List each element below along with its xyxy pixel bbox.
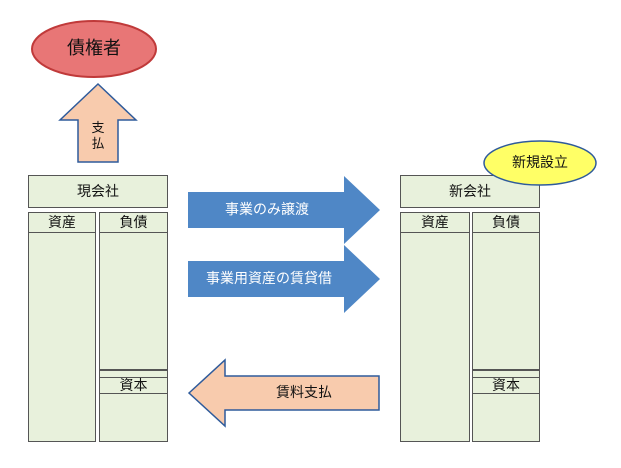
creditor-label: 債権者 (67, 38, 121, 59)
current-company-capital-col (99, 370, 168, 442)
new-company-liabilities-col (472, 212, 540, 370)
new-company-title: 新会社 (449, 184, 491, 200)
business-transfer-label: 事業のみ譲渡 (225, 202, 309, 218)
current-company-assets-col (28, 212, 96, 442)
current-company-header (28, 175, 168, 208)
current-company-liabilities-col (99, 212, 168, 370)
new-company-capital-col (472, 370, 540, 442)
current-company-title: 現会社 (77, 184, 119, 200)
current-company-capital-header-line (99, 393, 168, 394)
current-company-assets-header-line (28, 232, 96, 233)
new-company-capital-header-line (472, 393, 540, 394)
payment-up-arrow (58, 82, 138, 163)
new-company-liabilities-header-line (472, 232, 540, 233)
current-company-liabilities-header-line (99, 232, 168, 233)
business-transfer-arrow (188, 176, 380, 244)
rent-payment-label: 賃料支払 (276, 385, 332, 401)
payment-up-label-1: 支 (91, 121, 105, 136)
asset-lease-label: 事業用資産の賃貸借 (206, 271, 332, 287)
current-company-capital-label: 資本 (119, 378, 148, 394)
current-company-liabilities-label: 負債 (119, 215, 148, 231)
new-company-assets-label: 資産 (421, 215, 449, 231)
new-company-capital-label: 資本 (492, 378, 520, 394)
new-company-assets-col (400, 212, 470, 442)
creditor-ellipse (31, 20, 157, 78)
new-company-assets-header-line (400, 232, 470, 233)
rent-payment-arrow (187, 358, 380, 428)
current-company-assets-label: 資産 (48, 215, 76, 231)
new-company-capital-top-line (472, 377, 540, 378)
new-company-liabilities-label: 負債 (492, 215, 520, 231)
current-company-capital-top-line (99, 377, 168, 378)
payment-up-label-2: 払 (91, 137, 105, 152)
new-establishment-badge (483, 140, 597, 186)
asset-lease-arrow (188, 245, 380, 313)
new-establishment-label: 新規設立 (512, 155, 568, 171)
